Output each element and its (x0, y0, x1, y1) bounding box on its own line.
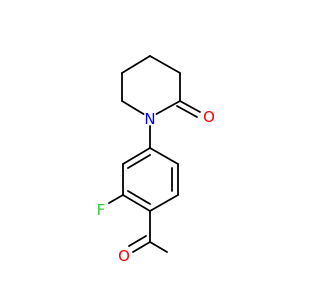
bond (149, 241, 168, 253)
atom-labels: N O O F (97, 108, 215, 265)
bond (155, 100, 181, 115)
molecule-structure: N O O F (97, 55, 215, 265)
bond (132, 241, 151, 253)
bond (149, 55, 181, 74)
bond (122, 194, 151, 212)
bond (149, 194, 179, 212)
atom-label-f: F (97, 201, 106, 219)
bond (176, 105, 198, 118)
bond (121, 55, 151, 74)
bond (121, 100, 145, 115)
atom-label-o-ketone: O (203, 108, 215, 126)
atom-label-n: N (144, 110, 155, 128)
bond (149, 147, 179, 165)
bond (108, 194, 124, 204)
bond (179, 100, 201, 113)
bonds (108, 55, 201, 253)
bond (128, 235, 147, 247)
bond (122, 147, 151, 165)
bond (127, 154, 151, 169)
atom-label-o-aldehyde: O (118, 247, 130, 265)
bond (127, 190, 151, 205)
